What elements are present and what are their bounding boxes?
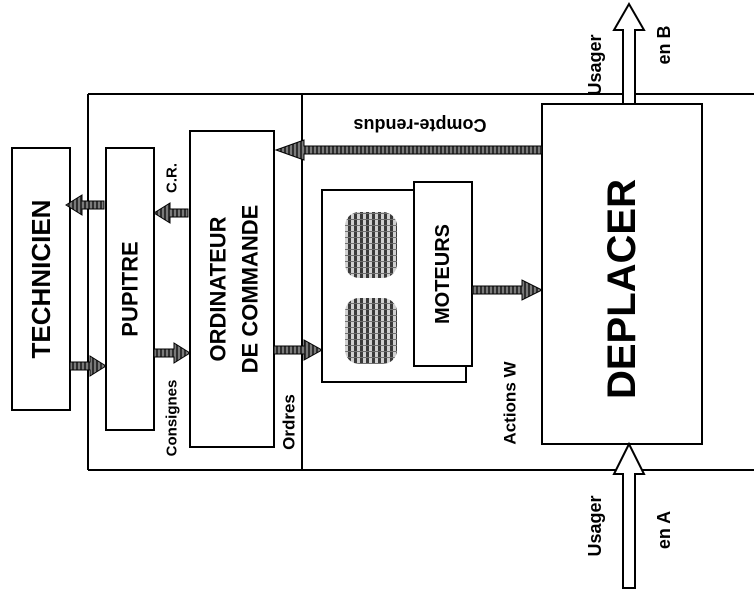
actions-label: Actions W [501,360,520,444]
arrow-technicien-to-pupitre [69,355,107,377]
deplacer-label: DEPLACER [600,179,644,399]
consignes-label: Consignes [164,380,181,457]
usager-a-label-line1: Usager [585,495,605,556]
motor-group: MOTEURS [321,181,473,383]
moteurs-label: MOTEURS [432,224,454,324]
technicien-label: TECHNICIEN [26,200,56,359]
ordres-label: Ordres [280,394,299,450]
pupitre-label: PUPITRE [118,241,143,336]
arrow-pupitre-to-ordinateur [153,342,191,364]
motor-coil-icon [345,212,397,278]
deplacer-block: DEPLACER [541,103,703,445]
arrow-usager-out-b [612,1,646,105]
ordinateur-label-line2: DE COMMANDE [238,205,263,374]
ordinateur-label-line1: ORDINATEUR [206,216,231,361]
ordinateur-block: ORDINATEUR DE COMMANDE [189,130,275,448]
arrow-moteurs-to-deplacer [471,279,544,301]
pupitre-block: PUPITRE [105,147,155,431]
cr-label: C.R. [164,163,181,193]
usager-b-label-line1: Usager [585,34,605,95]
moteurs-block [413,181,473,367]
usager-a-label-line2: en A [654,511,674,549]
motor-coil-icon [345,298,397,364]
arrow-ordinateur-to-pupitre [153,202,189,224]
arrow-usager-in-a [612,441,646,589]
usager-b-label-line2: en B [654,25,674,64]
arrow-pupitre-to-technicien [65,194,105,216]
arrow-compte-rendus [274,139,543,161]
arrow-ordinateur-to-motors [273,339,324,361]
technicien-block: TECHNICIEN [11,147,71,411]
compte-rendus-label: Compte-rendus [353,115,486,135]
